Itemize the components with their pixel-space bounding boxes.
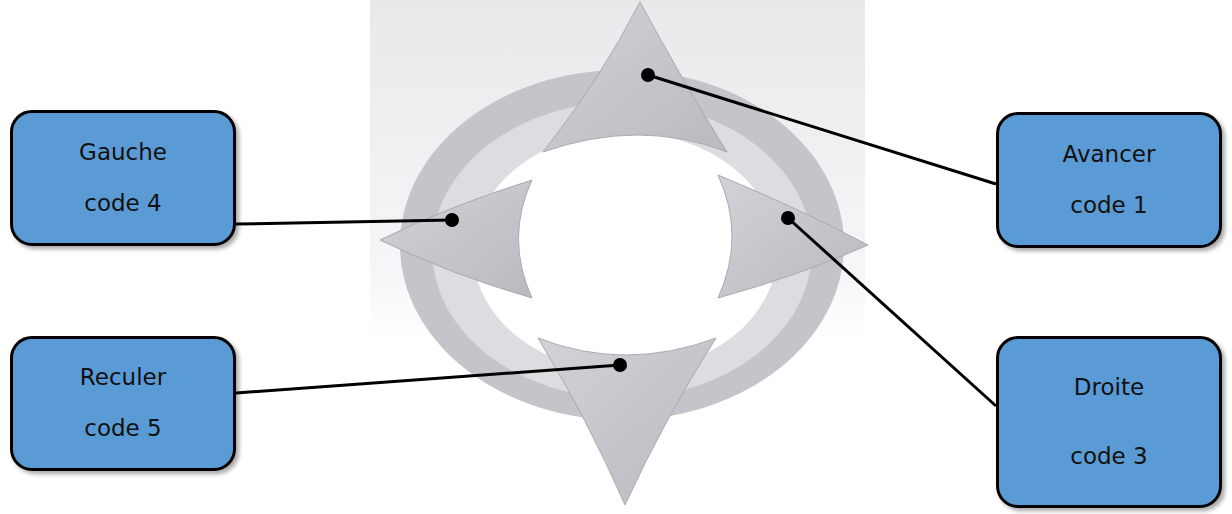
leader-dot — [781, 211, 795, 225]
command-name: Reculer — [80, 364, 166, 392]
command-code: code 1 — [1070, 192, 1147, 220]
leader-line — [236, 365, 620, 393]
right-button — [718, 175, 868, 298]
callout-box: Droite code 3 — [996, 336, 1222, 508]
command-name: Avancer — [1063, 141, 1156, 169]
back-button — [538, 338, 716, 505]
command-name: Gauche — [79, 139, 167, 167]
command-code: code 5 — [84, 415, 161, 443]
leader-dot — [641, 68, 655, 82]
command-name: Droite — [1074, 374, 1144, 402]
leader-line — [788, 218, 996, 406]
left-button — [380, 180, 532, 298]
callout-box: Reculer code 5 — [10, 336, 236, 471]
leader-dot — [613, 358, 627, 372]
callout-box: Avancer code 1 — [996, 112, 1222, 248]
leader-line — [648, 75, 996, 184]
callout-box: Gauche code 4 — [10, 110, 236, 246]
leader-line — [236, 220, 452, 224]
forward-button — [543, 2, 727, 152]
leader-dot — [445, 213, 459, 227]
command-code: code 3 — [1070, 443, 1147, 471]
command-code: code 4 — [84, 190, 161, 218]
